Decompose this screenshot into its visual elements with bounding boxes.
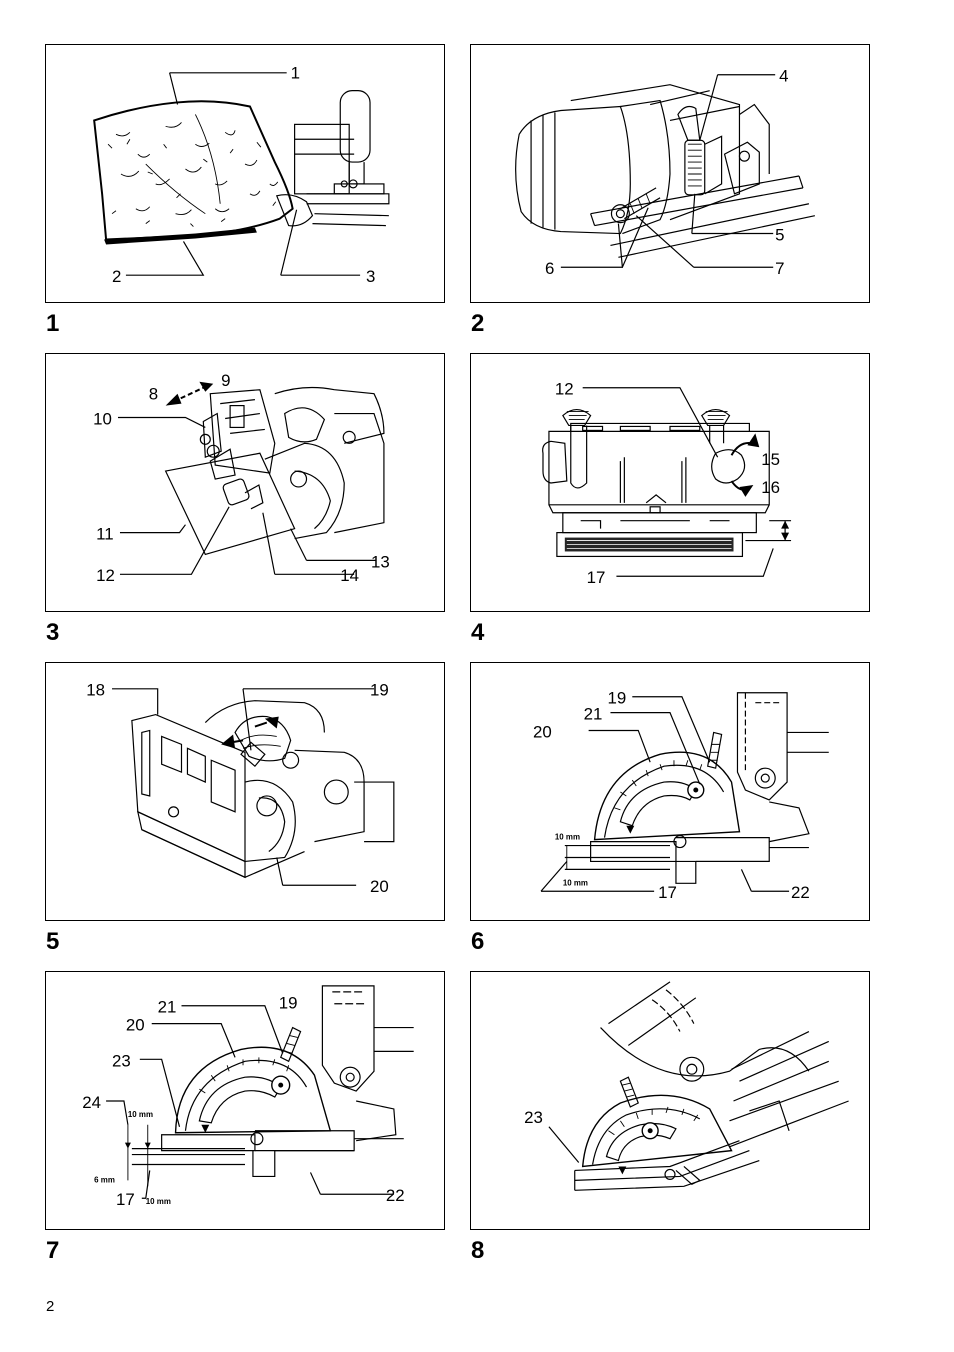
figure-1-illustration: 1 2 3 (93, 64, 390, 286)
fig7-callout-24: 24 (82, 1093, 101, 1112)
figure-6-illustration: 10 mm 10 mm 19 21 20 17 22 (533, 689, 829, 902)
figure-2-panel: 4 5 6 7 (470, 44, 870, 303)
fig2-callout-4: 4 (779, 67, 788, 86)
figure-8-label: 8 (471, 1237, 485, 1264)
fig3-callout-10: 10 (93, 409, 112, 428)
figure-7-illustration: 10 mm 6 mm 10 mm 21 19 20 23 24 17 22 (82, 985, 414, 1209)
figure-4-panel: 12 15 16 17 (470, 353, 870, 612)
fig7-callout-21: 21 (158, 998, 177, 1017)
figure-7-panel: 10 mm 6 mm 10 mm 21 19 20 23 24 17 22 (45, 971, 445, 1230)
figure-3-panel: 8 9 10 11 12 13 14 (45, 353, 445, 612)
fig6-callout-17: 17 (658, 883, 677, 902)
fig5-callout-20: 20 (370, 877, 389, 896)
fig7-callout-22: 22 (386, 1186, 405, 1205)
fig6-dim-lower: 10 mm (563, 878, 588, 887)
fig1-callout-3: 3 (366, 267, 375, 286)
fig4-callout-17: 17 (587, 568, 606, 587)
fig2-callout-6: 6 (545, 259, 554, 278)
fig3-callout-8: 8 (149, 385, 158, 404)
figure-4-label: 4 (471, 619, 485, 646)
figure-3-illustration: 8 9 10 11 12 13 14 (93, 371, 390, 585)
figure-8-panel: 23 (470, 971, 870, 1230)
fig2-callout-7: 7 (775, 259, 784, 278)
fig2-callout-5: 5 (775, 225, 784, 244)
fig7-callout-19: 19 (279, 994, 298, 1013)
fig3-callout-13: 13 (371, 552, 390, 571)
page-number: 2 (46, 1298, 55, 1315)
fig7-dim-upper: 10 mm (128, 1110, 153, 1119)
fig1-callout-2: 2 (112, 267, 121, 286)
figure-3-label: 3 (46, 619, 60, 646)
fig4-callout-16: 16 (761, 478, 780, 497)
figure-4-illustration: 12 15 16 17 (542, 380, 792, 587)
fig6-callout-22: 22 (791, 883, 810, 902)
figure-5-label: 5 (46, 928, 60, 955)
fig4-callout-15: 15 (761, 450, 780, 469)
figure-6-label: 6 (471, 928, 485, 955)
fig7-callout-23: 23 (112, 1051, 131, 1070)
fig7-callout-20: 20 (126, 1016, 145, 1035)
fig6-dim-upper: 10 mm (555, 833, 580, 842)
fig3-callout-12: 12 (96, 566, 115, 585)
fig5-callout-18: 18 (86, 681, 105, 700)
fig8-callout-23: 23 (524, 1108, 543, 1127)
fig6-callout-21: 21 (584, 705, 603, 724)
fig3-callout-14: 14 (340, 566, 359, 585)
fig1-callout-1: 1 (291, 64, 300, 83)
fig6-callout-20: 20 (533, 722, 552, 741)
fig6-callout-19: 19 (607, 689, 626, 708)
fig3-callout-11: 11 (96, 525, 114, 544)
fig7-dim-lower: 10 mm (146, 1197, 171, 1206)
figure-2-illustration: 4 5 6 7 (515, 67, 815, 278)
figure-7-label: 7 (46, 1237, 60, 1264)
figure-1-label: 1 (46, 310, 60, 337)
figure-5-panel: 18 19 20 (45, 662, 445, 921)
figure-5-illustration: 18 19 20 (86, 681, 395, 896)
figure-8-illustration: 23 (524, 981, 849, 1191)
figure-2-label: 2 (471, 310, 485, 337)
fig3-callout-9: 9 (221, 371, 230, 390)
fig5-callout-19: 19 (370, 681, 389, 700)
fig4-callout-12: 12 (555, 380, 574, 399)
figure-1-panel: 1 2 3 (45, 44, 445, 303)
figure-6-panel: 10 mm 10 mm 19 21 20 17 22 (470, 662, 870, 921)
fig7-dim-middle: 6 mm (94, 1175, 115, 1184)
fig7-callout-17: 17 (116, 1190, 135, 1209)
